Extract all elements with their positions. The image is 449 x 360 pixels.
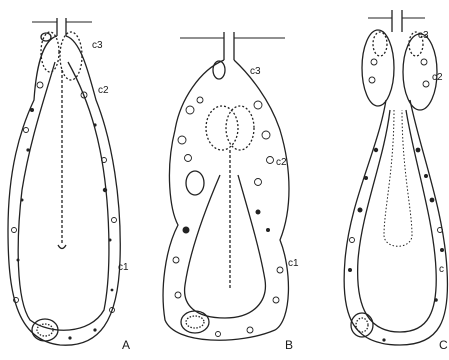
panel-b-label-c1: c1 <box>288 258 299 269</box>
panel-a-label-c3: c3 <box>92 40 103 51</box>
panel-a-label-c2: c2 <box>98 85 109 96</box>
panel-c-label-c2: c2 <box>432 72 443 83</box>
panel-b <box>163 32 289 340</box>
panel-c-outer-wall <box>344 100 447 345</box>
panel-c-label-c3: c3 <box>418 30 429 41</box>
panel-c-inner-wall <box>358 110 437 332</box>
panel-b-label-c3: c3 <box>250 66 261 77</box>
panel-a <box>8 18 120 345</box>
panel-b-caption: B <box>285 338 293 352</box>
panel-c-label-c: c <box>439 264 444 275</box>
panel-c-caption: C <box>439 338 448 352</box>
panel-c-left-lobe <box>362 30 394 106</box>
panel-b-label-c2: c2 <box>276 157 287 168</box>
panel-b-inner-wall <box>185 175 266 318</box>
panel-b-outer-wall <box>163 60 289 340</box>
panel-a-label-c1: c1 <box>118 262 129 273</box>
panel-a-caption: A <box>122 338 130 352</box>
panel-c <box>344 10 447 345</box>
panel-a-inner-wall <box>18 62 109 330</box>
